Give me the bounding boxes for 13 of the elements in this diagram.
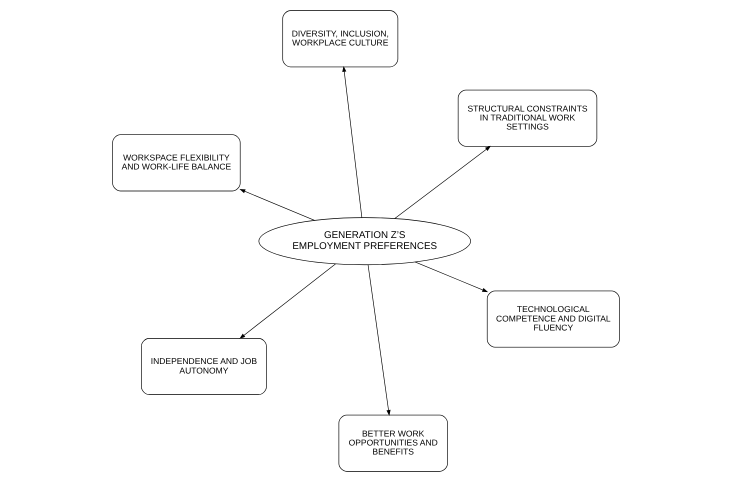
arrow	[342, 66, 362, 218]
node-box: DIVERSITY, INCLUSION, WORKPLACE CULTURE	[282, 10, 398, 68]
arrow	[394, 146, 491, 219]
node-ellipse: GENERATION Z’S EMPLOYMENT PREFERENCES	[258, 217, 471, 266]
arrow	[368, 264, 391, 416]
node-box: TECHNOLOGICAL COMPETENCE AND DIGITAL FLUENCY	[486, 290, 620, 348]
arrow	[239, 189, 316, 221]
node-box: WORKSPACE FLEXIBILITY AND WORK-LIFE BALANCE	[112, 134, 241, 192]
arrow	[239, 264, 336, 339]
node-box: STRUCTURAL CONSTRAINTS IN TRADITIONAL WORK SETTINGS	[458, 90, 598, 147]
arrow	[414, 262, 488, 292]
node-box: BETTER WORK OPPORTUNITIES AND BENEFITS	[338, 414, 448, 472]
node-box: INDEPENDENCE AND JOB AUTONOMY	[141, 338, 267, 395]
